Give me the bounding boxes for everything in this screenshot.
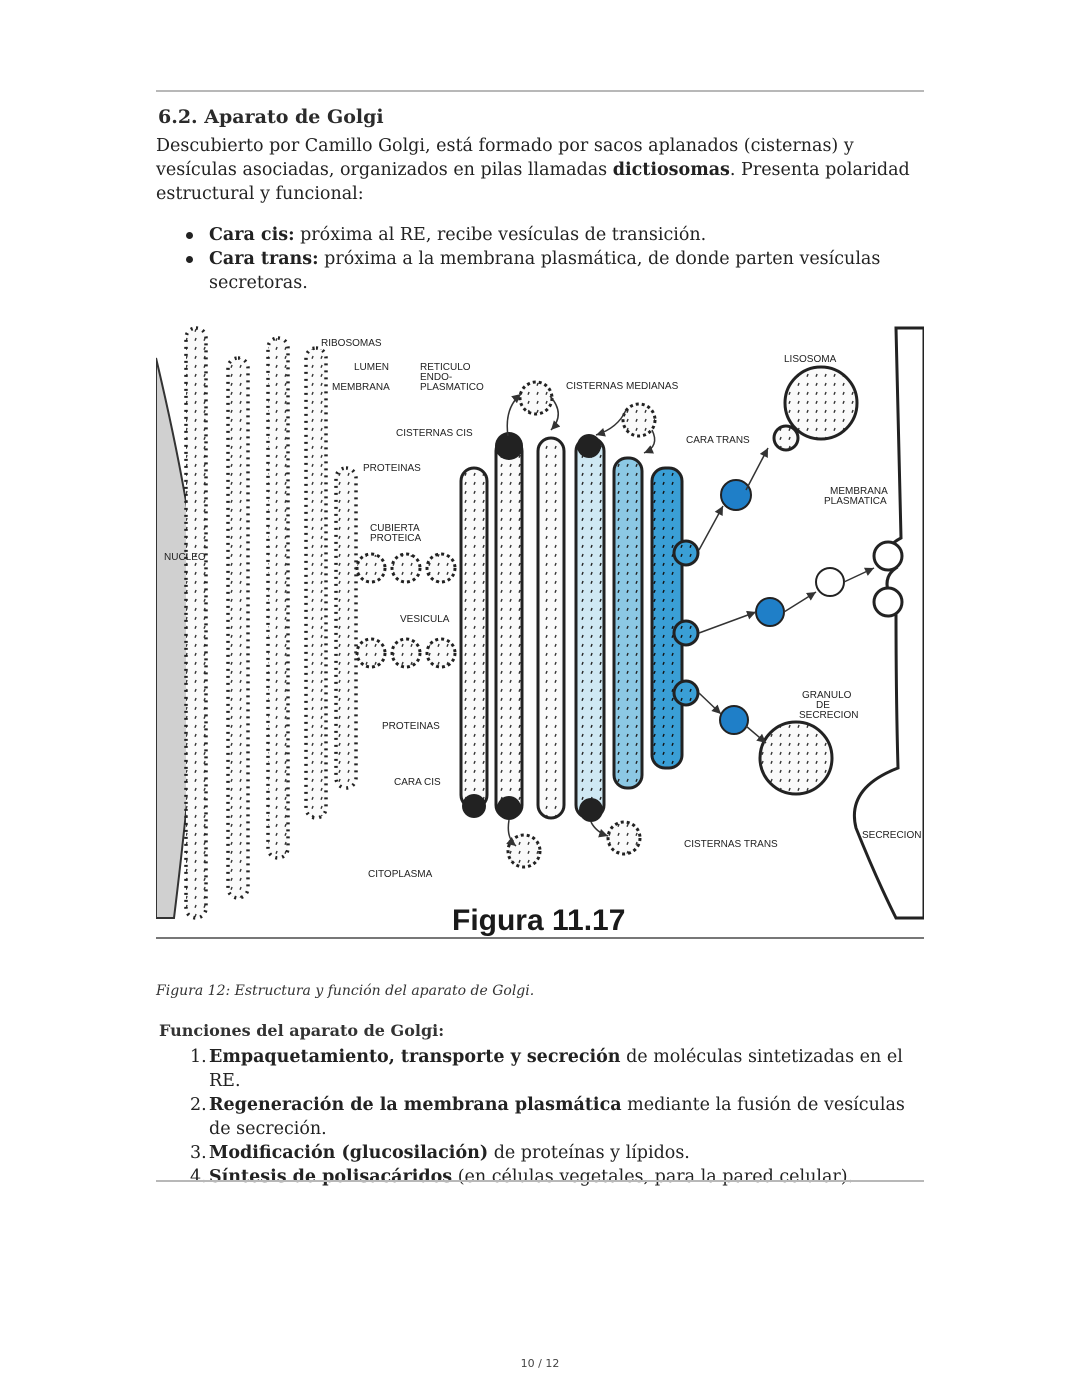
- list-item-text: de moléculas sintetizadas en el RE.: [209, 1047, 903, 1091]
- list-item-term: Cara cis:: [209, 225, 295, 245]
- bullet-icon: [186, 256, 193, 263]
- label-cara-trans: CARA TRANS: [686, 435, 750, 446]
- label-lumen: LUMEN: [354, 362, 389, 373]
- label-cisternas-trans: CISTERNAS TRANS: [684, 839, 778, 850]
- endoplasmic-reticulum: [184, 326, 358, 920]
- label-granulo-3: SECRECION: [799, 710, 858, 721]
- cis-cisterna: [494, 436, 524, 820]
- list-item: Cara trans: próxima a la membrana plasmá…: [186, 247, 906, 295]
- intro-paragraph: Descubierto por Camillo Golgi, está form…: [156, 134, 916, 206]
- functions-title: Funciones del aparato de Golgi:: [159, 1021, 445, 1040]
- figure-caption: Figura 12: Estructura y función del apar…: [156, 983, 535, 999]
- label-membrana-plasmatica-2: PLASMATICA: [824, 496, 887, 507]
- label-proteinas-top: PROTEINAS: [363, 463, 421, 474]
- list-item-text: (en células vegetales, para la pared cel…: [452, 1167, 854, 1187]
- medial-cisterna: [574, 436, 606, 820]
- list-item-number: 1.: [190, 1047, 207, 1067]
- transition-vesicles: [355, 552, 457, 669]
- label-proteinas-bottom: PROTEINAS: [382, 721, 440, 732]
- list-item: 3.Modificación (glucosilación) de proteí…: [186, 1141, 906, 1165]
- functions-list: 1.Empaquetamiento, transporte y secreció…: [186, 1045, 906, 1189]
- golgi-diagram: RIBOSOMAS LUMEN MEMBRANA RETICULO ENDO- …: [156, 326, 924, 937]
- lysosome: [783, 365, 859, 441]
- list-item: Cara cis: próxima al RE, recibe vesícula…: [186, 223, 906, 247]
- polarity-list: Cara cis: próxima al RE, recibe vesícula…: [186, 223, 906, 295]
- label-ribosomas: RIBOSOMAS: [321, 338, 382, 349]
- list-item: 2.Regeneración de la membrana plasmática…: [186, 1093, 906, 1141]
- label-cara-cis: CARA CIS: [394, 777, 441, 788]
- trans-cisterna: [650, 466, 684, 770]
- list-item-term: Empaquetamiento, transporte y secreción: [209, 1047, 621, 1067]
- list-item-number: 4.: [190, 1167, 207, 1187]
- intro-text-1: Descubierto por Camillo Golgi, está form…: [156, 136, 854, 180]
- list-item-term: Síntesis de polisacáridos: [209, 1167, 453, 1187]
- top-divider: [156, 90, 924, 92]
- label-lisosoma: LISOSOMA: [784, 354, 837, 365]
- list-item-term: Regeneración de la membrana plasmática: [209, 1095, 622, 1115]
- list-item-number: 3.: [190, 1143, 207, 1163]
- label-granulo-1: GRANULO: [802, 690, 852, 701]
- secretion-granule: [758, 720, 834, 796]
- label-reticulo-3: PLASMATICO: [420, 382, 484, 393]
- label-membrana-plasmatica-1: MEMBRANA: [830, 486, 888, 497]
- list-item: 1.Empaquetamiento, transporte y secreció…: [186, 1045, 906, 1093]
- list-item-term: Cara trans:: [209, 249, 319, 269]
- bottom-divider: [156, 1180, 924, 1182]
- list-item-number: 2.: [190, 1095, 207, 1115]
- label-citoplasma: CITOPLASMA: [368, 869, 433, 880]
- medial-cisterna: [536, 436, 566, 820]
- page-number: 10 / 12: [520, 1357, 560, 1370]
- list-item-text: próxima a la membrana plasmática, de don…: [209, 249, 881, 293]
- label-cubierta-2: PROTEICA: [370, 533, 421, 544]
- label-secrecion: SECRECION: [862, 830, 921, 841]
- label-cubierta-1: CUBIERTA: [370, 523, 420, 534]
- bullet-icon: [186, 232, 193, 239]
- trans-cisterna: [612, 456, 644, 790]
- label-vesicula: VESICULA: [400, 614, 450, 625]
- section-title: 6.2. Aparato de Golgi: [158, 106, 384, 128]
- list-item-term: Modificación (glucosilación): [209, 1143, 489, 1163]
- label-nucleo: NUCLEO: [164, 552, 206, 563]
- transport-arrows: [506, 393, 875, 847]
- intro-text-2: . Presenta polaridad estructural y funci…: [156, 160, 910, 204]
- label-reticulo-1: RETICULO: [420, 362, 471, 373]
- list-item-text: próxima al RE, recibe vesículas de trans…: [294, 225, 707, 245]
- cis-cisterna: [459, 466, 489, 810]
- list-item-text: mediante la fusión de vesículas de secre…: [209, 1095, 905, 1139]
- label-membrana: MEMBRANA: [332, 382, 390, 393]
- label-cisternas-cis: CISTERNAS CIS: [396, 428, 473, 439]
- label-granulo-2: DE: [816, 700, 830, 711]
- intro-bold-term: dictiosomas: [612, 160, 730, 180]
- list-item: 4.Síntesis de polisacáridos (en células …: [186, 1165, 906, 1189]
- golgi-cisternae: [459, 436, 684, 820]
- label-cisternas-medianas: CISTERNAS MEDIANAS: [566, 381, 679, 392]
- label-reticulo-2: ENDO-: [420, 372, 452, 383]
- list-item-text: de proteínas y lípidos.: [488, 1143, 690, 1163]
- figure-divider: [156, 937, 924, 939]
- figure-heading: Figura 11.17: [452, 904, 625, 937]
